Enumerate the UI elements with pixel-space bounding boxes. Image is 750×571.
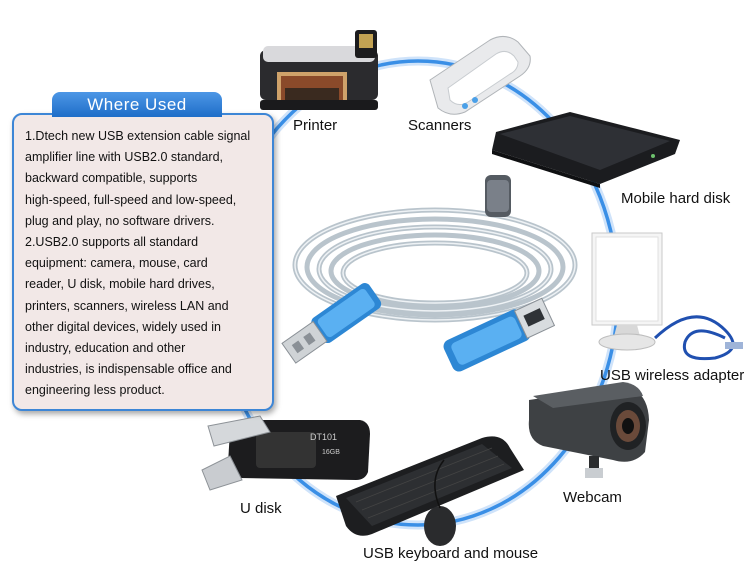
printer-label: Printer: [293, 117, 338, 134]
where-used-card: 1.Dtech new USB extension cable signal a…: [12, 113, 274, 411]
usb-extension-cable-image: [281, 175, 578, 372]
description-line: industries, is indispensable office and: [25, 362, 232, 377]
u-disk-image: DT101 16GB: [201, 415, 370, 491]
description-line: other digital devices, widely used in: [25, 319, 221, 334]
description-line: engineering less product.: [25, 383, 165, 398]
where-used-title: Where Used: [52, 92, 222, 117]
description-line: industry, education and other: [25, 341, 186, 356]
usb-keyboard-mouse-image: [336, 436, 524, 546]
scanner-image: [429, 36, 531, 115]
usb-wireless-adapter-image: [591, 232, 743, 361]
webcam-image: [528, 382, 649, 478]
description-line: high-speed, full-speed and low-speed,: [25, 192, 237, 207]
description-line: amplifier line with USB2.0 standard,: [25, 150, 224, 165]
description-line: printers, scanners, wireless LAN and: [25, 298, 229, 313]
usb-wireless-adapter-label: USB wireless adapter: [600, 367, 745, 384]
description-line: 1.Dtech new USB extension cable signal: [25, 129, 251, 143]
u-disk-capacity: 16GB: [322, 449, 340, 456]
where-used-description: 1.Dtech new USB extension cable signal a…: [25, 126, 275, 402]
mobile-hard-disk-label: Mobile hard disk: [621, 190, 731, 207]
description-line: equipment: camera, mouse, card: [25, 256, 208, 271]
description-line: plug and play, no software drivers.: [25, 213, 215, 228]
scanners-label: Scanners: [408, 117, 472, 134]
description-line: reader, U disk, mobile hard drives,: [25, 277, 215, 292]
mobile-hard-disk-image: [492, 112, 680, 188]
description-line: 2.USB2.0 supports all standard: [25, 235, 199, 250]
printer-image: [260, 30, 378, 110]
webcam-label: Webcam: [563, 489, 622, 506]
description-line: backward compatible, supports: [25, 171, 198, 186]
usb-keyboard-mouse-label: USB keyboard and mouse: [363, 545, 539, 562]
u-disk-model: DT101: [310, 432, 337, 442]
u-disk-label: U disk: [240, 500, 282, 517]
